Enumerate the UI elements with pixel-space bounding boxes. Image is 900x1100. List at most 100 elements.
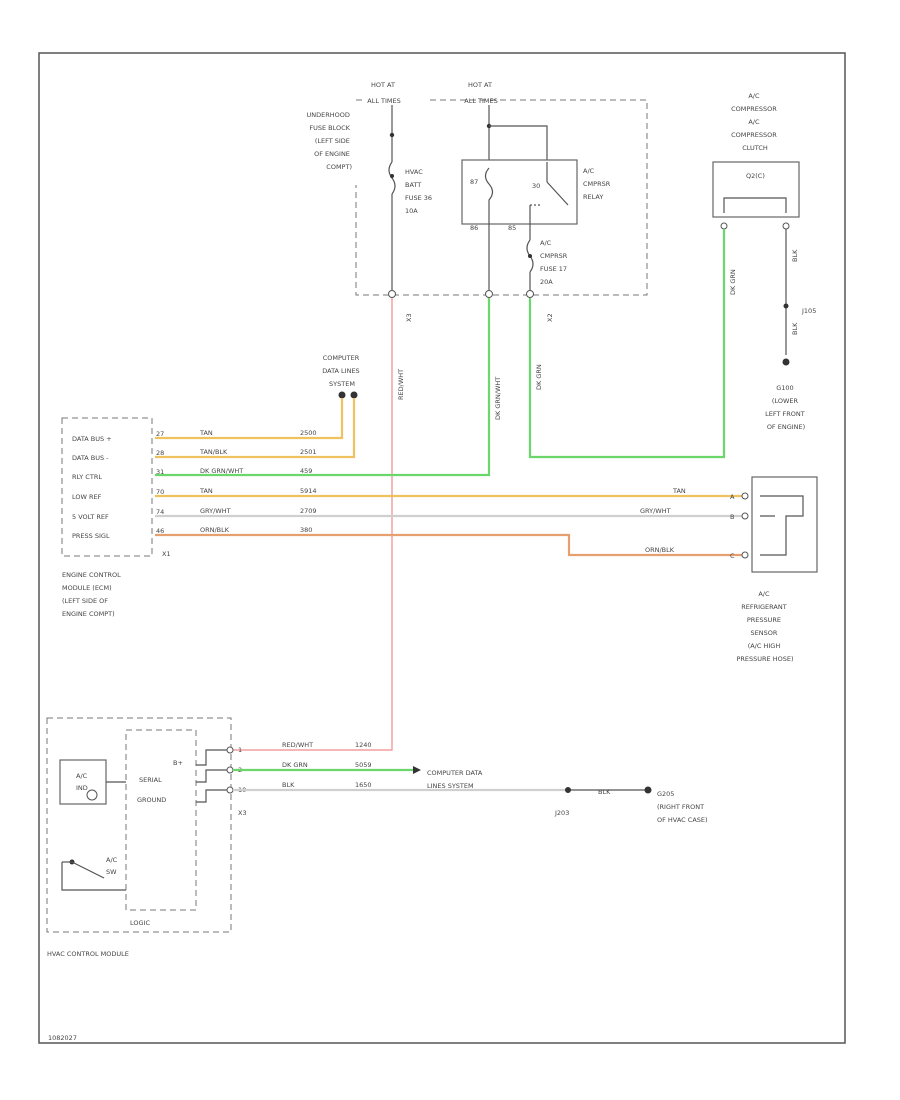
wire-tan-data-bus-plus — [155, 398, 344, 440]
ecm-box — [61, 417, 153, 557]
ac-switch-icon — [71, 861, 105, 879]
relay-switch-icon — [546, 181, 569, 206]
ecm-wire-number: 459 — [300, 467, 312, 475]
ecm-row-label: RLY CTRL — [72, 473, 102, 481]
pressure-sensor-title: A/C REFRIGERANT PRESSURE SENSOR (A/C HIG… — [736, 590, 793, 663]
footer-code: 1082027 — [48, 1034, 77, 1042]
cdl-connector-icon — [338, 391, 346, 399]
hot-at-all-times-1: HOT AT ALL TIMES — [367, 81, 400, 105]
hvac-connector: X3 — [238, 809, 247, 817]
hvac-wire-color: RED/WHT — [282, 741, 313, 749]
relay-pin-87: 87 — [470, 178, 478, 186]
ecm-row-label: 5 VOLT REF — [72, 513, 109, 521]
sensor-wire-gry-wht: GRY/WHT — [640, 507, 671, 515]
ecm-row-label: DATA BUS - — [72, 454, 109, 462]
pressure-sensor-box — [751, 476, 818, 573]
ecm-wire-number: 5914 — [300, 487, 317, 495]
compressor-splice-label: J105 — [801, 307, 816, 315]
cdl-bottom-label: COMPUTER DATA LINES SYSTEM — [427, 769, 484, 790]
ground-wire-blk-label: BLK — [598, 788, 611, 796]
cdl-connector-icon-2 — [350, 391, 358, 399]
hvac-module-title: HVAC CONTROL MODULE — [47, 950, 129, 958]
compressor-ground-wire-2: BLK — [791, 322, 799, 335]
compressor-feed-wire-label: DK GRN — [729, 269, 737, 295]
fuse-block-connector-x3: X3 — [405, 313, 413, 322]
wire-dk-grn-wht-label: DK GRN/WHT — [494, 377, 502, 420]
cdl-top-label: COMPUTER DATA LINES SYSTEM — [322, 354, 362, 388]
compressor-title: A/C COMPRESSOR A/C COMPRESSOR CLUTCH — [731, 92, 779, 152]
ecm-connector: X1 — [162, 550, 171, 558]
hvac-module-box — [46, 717, 232, 933]
ecm-pin: 46 — [156, 527, 164, 535]
ac-indicator-label: A/C IND — [76, 772, 89, 792]
ecm-pin: 74 — [156, 508, 164, 516]
hvac-pin-1: 1 — [238, 746, 242, 754]
hvac-row-b-plus: B+ — [173, 759, 183, 767]
sensor-pin-b: B — [730, 513, 734, 521]
compressor-clutch-box — [712, 161, 800, 218]
hvac-wire-number: 5059 — [355, 761, 372, 769]
computer-data-lines-top: COMPUTER DATA LINES SYSTEM — [322, 354, 362, 399]
ac-cmprsr-fuse-label: A/C CMPRSR FUSE 17 20A — [540, 239, 569, 286]
fuse-block-title: UNDERHOOD FUSE BLOCK (LEFT SIDE OF ENGIN… — [307, 111, 352, 171]
ecm-pin: 28 — [156, 449, 164, 457]
splice-j203-icon — [565, 787, 571, 793]
ecm-wire-number: 380 — [300, 526, 312, 534]
ecm-pin: 31 — [156, 468, 164, 476]
relay-pin-30: 30 — [532, 182, 540, 190]
ecm-wire-number: 2500 — [300, 429, 317, 437]
compressor-clutch-coil-icon — [723, 197, 787, 213]
ecm-row-label: DATA BUS + — [72, 435, 112, 443]
ground-g100-label: G100 (LOWER LEFT FRONT OF ENGINE) — [765, 384, 807, 431]
sensor-pin-c: C — [730, 552, 735, 560]
ground-g100-icon — [782, 358, 790, 366]
ecm-pin: 27 — [156, 430, 164, 438]
ecm-row-label: LOW REF — [72, 493, 102, 501]
ecm-pin: 70 — [156, 488, 164, 496]
hvac-control-module: B+ SERIAL GROUND LOGIC 1 2 10 X3 A/C IND… — [46, 717, 708, 958]
wire-dk-grn-label: DK GRN — [535, 364, 543, 390]
ecm-wire-color: GRY/WHT — [200, 507, 231, 515]
vertical-wires: RED/WHT DK GRN/WHT DK GRN DK GRN — [155, 229, 737, 751]
hvac-wire-number: 1650 — [355, 781, 372, 789]
cdl-arrow-icon — [413, 766, 421, 774]
hvac-wire-color: BLK — [282, 781, 295, 789]
ac-compressor-relay-box — [461, 159, 578, 225]
wire-dk-grn-wht-relay — [155, 298, 491, 477]
ecm-title: ENGINE CONTROL MODULE (ECM) (LEFT SIDE O… — [62, 571, 123, 618]
sensor-pin-a: A — [730, 493, 735, 501]
underhood-fuse-block: HOT AT ALL TIMES HOT AT ALL TIMES UNDERH… — [307, 81, 648, 322]
hvac-logic-label: LOGIC — [130, 919, 150, 927]
diagram-frame — [38, 52, 846, 1044]
ground-g205-label: G205 (RIGHT FRONT OF HVAC CASE) — [657, 790, 708, 824]
compressor-part: Q2(C) — [746, 172, 765, 180]
ecm-row-label: PRESS SIGL — [72, 532, 110, 540]
sensor-wire-orn-blk: ORN/BLK — [645, 546, 675, 554]
wire-orn-blk-press-sig — [155, 533, 742, 557]
ground-g205-icon — [644, 786, 652, 794]
ecm-wire-number: 2501 — [300, 448, 317, 456]
ac-switch-label: A/C SW — [106, 856, 119, 876]
ac-compressor: A/C COMPRESSOR A/C COMPRESSOR CLUTCH Q2(… — [712, 92, 816, 431]
ecm-wire-color: TAN — [199, 487, 213, 495]
hot-at-all-times-2: HOT AT ALL TIMES — [464, 81, 497, 105]
hvac-row-serial: SERIAL — [139, 776, 162, 784]
ecm-wire-color: TAN — [199, 429, 213, 437]
sensor-wire-tan: TAN — [672, 487, 686, 495]
fuse-block-connector-x2: X2 — [546, 313, 554, 322]
relay-coil-icon — [484, 167, 494, 218]
ecm-wire-color: ORN/BLK — [200, 526, 230, 534]
ac-indicator-box — [59, 759, 107, 805]
relay-pin-85: 85 — [508, 224, 516, 232]
splice-j203-label: J203 — [554, 809, 569, 817]
hvac-wire-color: DK GRN — [282, 761, 308, 769]
hvac-wire-number: 1240 — [355, 741, 372, 749]
relay-pin-86: 86 — [470, 224, 478, 232]
wire-tan-blk-data-bus-minus — [155, 398, 356, 459]
wire-red-wht-label: RED/WHT — [397, 369, 405, 400]
ac-indicator-lamp-icon — [86, 789, 98, 801]
ecm-wire-color: DK GRN/WHT — [200, 467, 243, 475]
relay-label: A/C CMPRSR RELAY — [583, 167, 612, 201]
